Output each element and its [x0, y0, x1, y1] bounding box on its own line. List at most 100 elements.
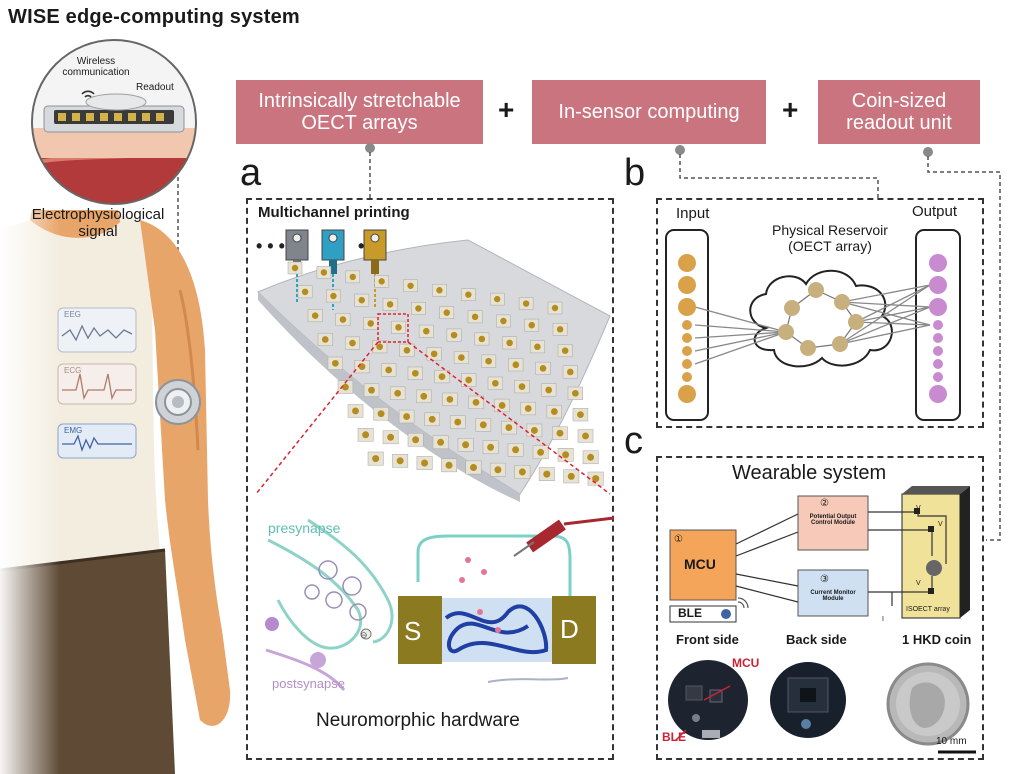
- reservoir-link: [694, 306, 787, 333]
- wearable-block-diagram: [669, 486, 970, 623]
- label-line: Potential Output: [809, 514, 857, 520]
- presynapse-label: presynapse: [268, 520, 341, 536]
- vesicle: [349, 603, 367, 621]
- oect-cell-dot: [518, 468, 526, 476]
- oect-cell-dot: [372, 455, 380, 463]
- oect-cell-dot: [534, 343, 541, 351]
- oect-cell-dot: [420, 392, 428, 400]
- oect-cell-dot: [491, 379, 499, 387]
- output-node: [933, 320, 943, 330]
- module3-label: Current Monitor Module: [798, 590, 868, 602]
- oect-cell-dot: [339, 316, 347, 323]
- mcu-label: MCU: [684, 556, 716, 572]
- zoom-lines: [255, 341, 611, 495]
- monitor-label-ecg: ECG: [64, 366, 82, 375]
- input-label: Input: [676, 205, 710, 222]
- oect-cell-dot: [543, 470, 551, 478]
- label-line: Wireless: [76, 56, 116, 67]
- oect-cell-dot: [562, 451, 570, 459]
- input-node: [678, 385, 696, 403]
- source-electrode: [398, 596, 442, 664]
- potential-control-module: [797, 495, 869, 551]
- vesicle: [304, 584, 320, 600]
- oect-cell-dot: [320, 269, 328, 276]
- input-node: [682, 372, 692, 382]
- neuromorphic-illustration: ⊖: [265, 516, 614, 691]
- oect-cell-dot: [394, 389, 402, 397]
- oect-cell-dot: [512, 361, 520, 369]
- coin-label: 1 HKD coin: [902, 632, 972, 647]
- oect-cell-dot: [291, 264, 299, 272]
- panel-c-box: [656, 456, 984, 760]
- oect-cell-dot: [385, 366, 393, 374]
- oect-cell-dot: [500, 317, 507, 325]
- pill-in-sensor-computing: In-sensor computing: [532, 80, 766, 144]
- oect-cell-dot: [301, 288, 309, 296]
- label-line: Module: [822, 596, 844, 602]
- inset-readout-label: Readout: [136, 82, 174, 93]
- oect-cell-dot: [386, 301, 394, 308]
- oect-cell-dot: [582, 432, 589, 440]
- oect-cell-dot: [561, 347, 569, 354]
- reservoir-link: [855, 321, 931, 326]
- voltage-label-3: V: [916, 580, 921, 587]
- output-node: [929, 254, 947, 272]
- oect-cell-dot: [403, 346, 411, 354]
- body-illustration: [0, 210, 231, 774]
- oect-cell-dot: [362, 431, 370, 439]
- mcu-block: [669, 529, 737, 601]
- voltage-label-1: V: [916, 505, 921, 512]
- monitor-label-emg: EMG: [64, 426, 83, 435]
- pill-line: readout unit: [846, 112, 952, 134]
- output-node: [933, 333, 943, 343]
- output-node: [933, 359, 943, 369]
- oect-cell-dot: [566, 368, 574, 376]
- back-board-photo: [770, 662, 846, 738]
- oect-cell-dot: [518, 383, 526, 390]
- inset-wireless-label: Wireless communication: [56, 56, 136, 78]
- oect-cell-dot: [377, 410, 385, 418]
- oect-symbol: [926, 560, 942, 576]
- pill-line: Coin-sized: [851, 90, 947, 112]
- reservoir-link: [841, 284, 931, 303]
- oect-cell-dot: [387, 433, 395, 441]
- pill-line: OECT arrays: [301, 112, 418, 134]
- oect-cell-dot: [494, 295, 501, 303]
- mcu-number: ①: [674, 534, 683, 545]
- oect-cell-dot: [530, 426, 538, 434]
- oect-cell-dot: [556, 429, 564, 437]
- input-node: [682, 346, 692, 356]
- output-node: [933, 372, 943, 382]
- drain-electrode: [552, 596, 596, 664]
- bluetooth-icon: [721, 609, 731, 619]
- oect-cell-dot: [443, 309, 450, 316]
- postsynapse-label: postsynapse: [272, 676, 345, 691]
- label-line: Physical Reservoir: [772, 222, 888, 238]
- ble-badge: [669, 605, 737, 623]
- oect-cell-dot: [358, 296, 365, 304]
- current-monitor-module: [797, 569, 869, 617]
- panel-letter-b: b: [624, 152, 646, 194]
- svg-text:• • •: • • •: [256, 236, 285, 256]
- reservoir-link: [694, 331, 787, 352]
- panel-letter-a: a: [240, 152, 262, 194]
- oect-cell-dot: [465, 376, 473, 384]
- oect-cell-dot: [577, 411, 584, 419]
- oect-cell-dot: [485, 357, 492, 365]
- input-node: [678, 298, 696, 316]
- oect-cell-dot: [403, 413, 411, 420]
- wireless-signal-icon: [737, 597, 749, 609]
- oect-array-illustration: • • • • • •: [256, 229, 611, 502]
- oect-cell-dot: [494, 466, 502, 474]
- oect-cell-dot: [478, 335, 486, 343]
- oect-cell-dot: [487, 443, 495, 451]
- monitor-emg: [57, 423, 137, 459]
- oect-cell-dot: [556, 326, 564, 333]
- reservoir-node: [778, 324, 794, 340]
- input-node: [682, 320, 692, 330]
- oect-cell-dot: [462, 441, 470, 449]
- label-line: Electrophysiological: [31, 206, 165, 223]
- coin-photo: [886, 662, 970, 746]
- pill-line: Intrinsically stretchable: [258, 90, 461, 112]
